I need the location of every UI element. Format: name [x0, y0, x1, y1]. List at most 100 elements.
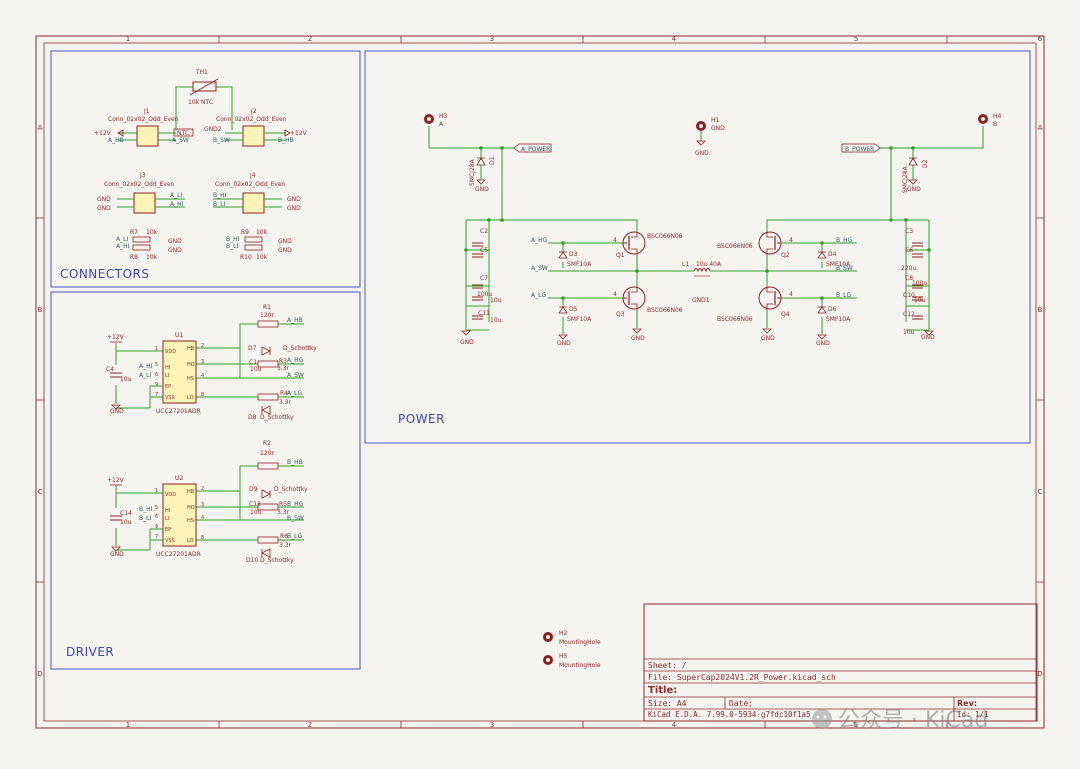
r2-value: 120r	[260, 450, 274, 457]
d2-gnd: GND	[907, 186, 921, 193]
driver-u2-block: +12V C14 10u GND U2 VDD HI LI EP VSS HB …	[107, 440, 308, 564]
svg-text:4: 4	[613, 291, 617, 298]
r7-resistor	[132, 236, 151, 243]
q2-value: BSC066N06	[717, 243, 753, 250]
tb-file: File: SuperCap2024V1.2R_Power.kicad_sch	[648, 673, 836, 682]
net-b-hg: B_HG	[836, 237, 853, 244]
d10-value: D_Schottky	[260, 557, 294, 564]
net-b-hb: B_HB	[278, 137, 294, 144]
c4-ref: C4	[106, 366, 114, 373]
r4-ref: R4	[280, 390, 288, 397]
c12-value: 10u	[903, 329, 915, 336]
svg-text:LI: LI	[165, 516, 169, 522]
svg-text:4: 4	[789, 237, 793, 244]
net-a-li: A_LI	[116, 236, 128, 243]
svg-text:1: 1	[155, 488, 158, 494]
u2-gnd: GND	[110, 551, 124, 558]
col-label: 2	[308, 721, 312, 729]
connectors-section: TH1 10k NTC J1 Conn_02x02_Odd_Even +12V …	[94, 69, 308, 261]
l1-value: 10u 40A	[696, 261, 722, 268]
tb-sheet: Sheet: /	[648, 661, 687, 670]
c1-ref: C1	[249, 359, 257, 366]
r2-resistor	[257, 462, 279, 470]
r10-resistor	[244, 244, 263, 251]
j4-ref: J4	[249, 172, 256, 179]
net-b-hg: B_HG	[287, 501, 304, 508]
j3-gnd: GND	[97, 196, 111, 203]
d5-value: SMF10A	[567, 316, 592, 323]
d1-ref: D1	[489, 156, 496, 165]
r5-ref: R5	[279, 501, 287, 508]
net-a-li: A_LI	[139, 372, 151, 379]
j3-connector	[133, 192, 156, 214]
net-b-hi: B_HI	[139, 506, 153, 513]
col-label: 3	[490, 35, 494, 43]
u1-ref: U1	[175, 332, 183, 339]
c6-ref: C6	[905, 247, 913, 254]
svg-text:EP: EP	[165, 527, 171, 533]
svg-text:7: 7	[155, 534, 158, 540]
row-label: C	[38, 488, 43, 496]
d1-value: SMCJ28A	[469, 158, 476, 186]
q1-ref: Q1	[616, 252, 625, 259]
q3-mosfet	[622, 286, 646, 310]
c14-value: 10u	[120, 519, 132, 526]
q2-mosfet	[758, 231, 782, 256]
svg-text:3: 3	[201, 502, 204, 508]
net-b-sw: B_SW	[287, 515, 304, 522]
r1-value: 120r	[260, 312, 274, 319]
tb-title: Title:	[648, 685, 677, 696]
j2-12v: +12V	[290, 130, 308, 137]
tb-size: Size: A4	[648, 699, 687, 708]
j3-value: Conn_02x02_Odd_Even	[104, 181, 175, 188]
a-power-flag	[513, 143, 552, 153]
r9-resistor	[244, 236, 263, 243]
col-label: 6	[1038, 35, 1043, 43]
d7-ref: D7	[248, 345, 257, 352]
c11-value: 10u	[490, 317, 502, 324]
u1-chip	[162, 340, 197, 404]
tb-kicad: KiCad E.D.A. 7.99.0-5934-g7fdc10f1a5	[648, 710, 811, 719]
inner-border	[43, 42, 1037, 722]
net-b-sw: B_SW	[213, 137, 230, 144]
h2-value: MountingHole	[559, 639, 601, 646]
col-label: 1	[126, 721, 130, 729]
svg-text:9: 9	[155, 382, 158, 388]
power-box	[364, 50, 1031, 444]
svg-text:8: 8	[201, 535, 204, 541]
q3-value: BSC066N06	[647, 307, 683, 314]
r1-resistor	[257, 320, 279, 328]
c9-value: 10u	[490, 297, 502, 304]
c4-value: 10u	[120, 376, 132, 383]
h5-ref: H5	[559, 653, 568, 660]
r8-ref: R8	[130, 254, 138, 261]
svg-text:VDD: VDD	[165, 492, 176, 498]
net-b-li: B_LI	[139, 515, 151, 522]
d2-ref: D2	[922, 159, 929, 168]
svg-text:EP: EP	[165, 384, 171, 390]
j4-gnd: GND	[287, 196, 301, 203]
q3-gnd: GND	[631, 335, 645, 342]
r8-gnd: GND	[168, 247, 182, 254]
net-a-hi: A_HI	[170, 201, 184, 208]
r8-value: 10k	[146, 254, 158, 261]
svg-text:4: 4	[201, 515, 204, 521]
c11-ref: C11	[478, 310, 490, 317]
j1-12v: +12V	[94, 130, 112, 137]
r6-resistor	[257, 536, 279, 544]
d10-ref: D10	[246, 557, 258, 564]
ntc-port	[173, 128, 194, 137]
r7-value: 10k	[146, 229, 158, 236]
net-a-hi: A_HI	[139, 363, 153, 370]
wechat-icon	[812, 709, 832, 729]
d3-value: SMF10A	[567, 261, 592, 268]
svg-text:2: 2	[201, 343, 204, 349]
net-b-hi: B_HI	[226, 236, 240, 243]
driver-u1-block: +12V C4 10u GND U1 VDD HI LI EP VSS HB H…	[106, 304, 317, 421]
r6-value: 3.3r	[279, 542, 292, 549]
net-a-lg: A_LG	[531, 292, 546, 299]
outer-border	[35, 35, 1045, 729]
net-a-sw: A_SW	[287, 372, 304, 379]
net-a-sw: A_SW	[172, 137, 189, 144]
svg-text:HI: HI	[165, 508, 170, 514]
